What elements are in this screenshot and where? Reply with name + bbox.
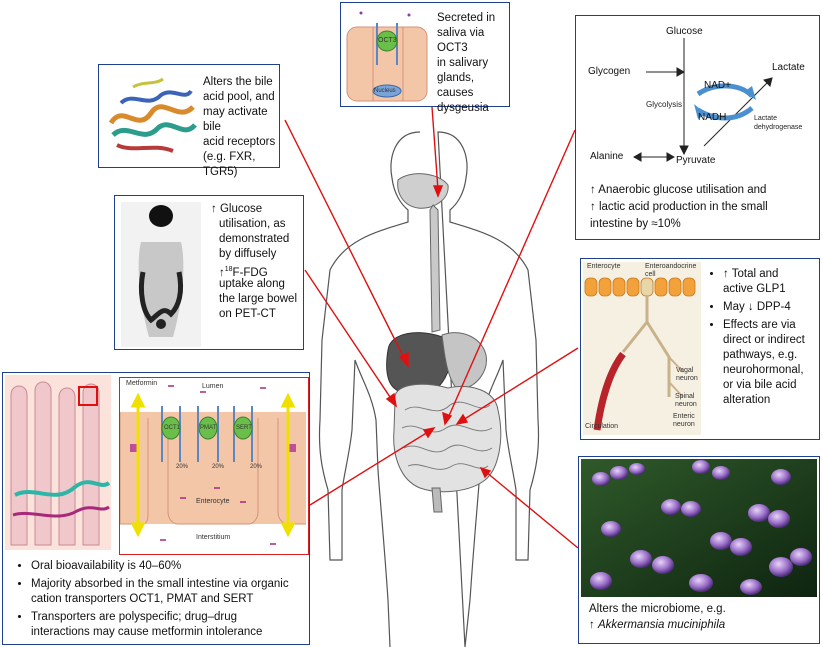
nad-label: NAD+: [704, 80, 731, 91]
saliva-text: Secreted in saliva via OCT3 in salivary …: [437, 12, 496, 114]
akkermansia-micrograph: [581, 459, 817, 597]
connector-microbiome: [485, 471, 579, 549]
absorption-bullet: Oral bioavailability is 40–60%: [31, 559, 325, 574]
arrowhead-bile-acid: [398, 351, 409, 368]
arrowhead-absorption: [422, 426, 436, 439]
pet-text-body2: uptake along the large bowel on PET-CT: [219, 278, 297, 320]
pet-text-body: utilisation, as demonstrated by diffusel…: [219, 218, 290, 260]
digestive-tract: [386, 173, 502, 513]
connector-absorption: [309, 431, 429, 506]
microbiome-line1: Alters the microbiome, e.g.: [589, 603, 726, 615]
species-name: Akkermansia muciniphila: [597, 619, 726, 631]
panel-absorption: Metformin Lumen OCT1 PMAT SERT 20% 20% 2…: [2, 372, 310, 645]
panel-pet-ct: ↑ Glucose utilisation, as demonstrated b…: [114, 195, 304, 350]
enterocyte-transport-diagram: [120, 385, 306, 545]
glycogen-label: Glycogen: [588, 66, 631, 77]
arrowhead-saliva: [432, 185, 444, 198]
sert-label: SERT: [236, 425, 252, 431]
arrowhead-glp1: [455, 413, 469, 426]
percent-pmat: 20%: [212, 464, 225, 470]
villi-illustration: [5, 375, 111, 550]
bile-acid-text: Alters the bile acid pool, and may activ…: [203, 76, 276, 178]
interstitium-label: Interstitium: [196, 534, 231, 541]
pmat-label: PMAT: [200, 425, 217, 431]
percent-sert: 20%: [250, 464, 263, 470]
nadh-label: NADH: [698, 112, 727, 123]
enterocyte-label: Enterocyte: [587, 263, 621, 270]
oct3-label: OCT3: [378, 37, 397, 44]
connector-saliva: [431, 106, 439, 191]
lumen-label: Lumen: [202, 383, 224, 390]
arrowhead-pet: [385, 392, 397, 408]
panel-saliva: OCT3 Nucleus Secreted in saliva via OCT3…: [340, 2, 510, 114]
panel-glp1: Enterocyte Enteroandocrine cell Vagal ne…: [580, 258, 820, 440]
glucose-label: Glucose: [666, 26, 703, 37]
rectum: [431, 487, 443, 513]
pet-text-line1: ↑ Glucose: [211, 203, 263, 215]
nucleus-label: Nucleus: [374, 88, 396, 94]
circulation-label: Circulation: [585, 423, 619, 430]
connector-glp1: [462, 347, 579, 421]
connector-bile-acid: [284, 119, 406, 361]
connector-pet: [304, 269, 393, 401]
glycolysis-caption: ↑ Anaerobic glucose utilisation and ↑ la…: [590, 184, 768, 230]
pet-text-fdg: ↑18F-FDG: [219, 266, 268, 279]
connector-glycolysis: [447, 129, 576, 419]
arrowhead-glycolysis: [442, 411, 453, 426]
salivary-cell-illustration: [346, 11, 428, 102]
glp1-bullet: May ↓ DPP-4: [723, 300, 823, 315]
panel-microbiome: Alters the microbiome, e.g. ↑ Akkermansi…: [578, 456, 820, 644]
glp1-bullet: ↑ Total and active GLP1: [723, 267, 823, 297]
liver: [386, 332, 452, 396]
enteric-neuron-label: Enteric neuron: [673, 413, 695, 428]
gut-neuron-illustration: [583, 262, 701, 435]
glp1-bullet: Effects are via direct or indirect pathw…: [723, 318, 823, 408]
enterocyte-label: Enterocyte: [196, 498, 230, 505]
pyruvate-label: Pyruvate: [676, 155, 716, 166]
spinal-neuron-label: Spinal neuron: [675, 393, 697, 408]
glp1-bullets: ↑ Total and active GLP1 May ↓ DPP-4 Effe…: [707, 267, 823, 411]
absorption-bullet: Majority absorbed in the small intestine…: [31, 577, 325, 607]
ldh-label: Lactate dehydrogenase: [754, 115, 803, 131]
glycolysis-diagram: [632, 38, 773, 162]
esophagus: [429, 204, 441, 333]
absorption-bullet: Transporters are polyspecific; drug–drug…: [31, 610, 325, 640]
eec-label: Enteroandocrine cell: [645, 263, 697, 278]
absorption-bullets: Oral bioavailability is 40–60% Majority …: [15, 559, 325, 643]
alanine-label: Alanine: [590, 151, 624, 162]
panel-glycolysis: Glucose Glycogen Lactate NAD+ NADH Glyco…: [575, 15, 820, 240]
absorption-detail-box: Metformin Lumen OCT1 PMAT SERT 20% 20% 2…: [119, 377, 309, 555]
stomach: [441, 332, 487, 391]
percent-oct1: 20%: [176, 464, 189, 470]
pet-ct-image: [121, 202, 201, 347]
metformin-label: Metformin: [126, 380, 158, 387]
lactate-label: Lactate: [772, 62, 805, 73]
glycolysis-label: Glycolysis: [646, 100, 683, 109]
salivary-gland: [397, 173, 449, 209]
panel-bile-acid: Alters the bile acid pool, and may activ…: [98, 64, 280, 178]
vagal-neuron-label: Vagal neuron: [676, 367, 698, 382]
protein-structure-image: [108, 77, 197, 153]
microbiome-line2: ↑ Akkermansia muciniphila: [589, 619, 726, 631]
oct1-label: OCT1: [164, 425, 181, 431]
arrowhead-microbiome: [479, 466, 492, 479]
